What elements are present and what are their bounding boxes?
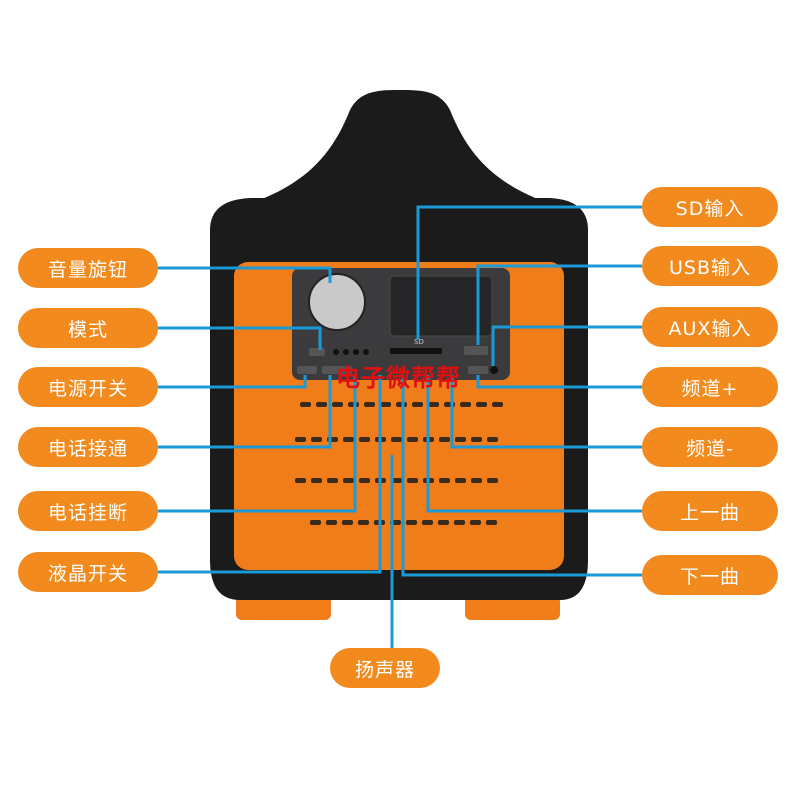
lcd-screen (389, 275, 493, 337)
volume-knob (308, 273, 366, 331)
indicator-leds (333, 349, 369, 355)
handle (230, 90, 570, 210)
grille-slot (454, 520, 465, 525)
grille-slot (326, 520, 337, 525)
grille-slot (439, 437, 450, 442)
aux-port (490, 366, 498, 374)
grille-slot (332, 402, 343, 407)
grille-slot (407, 437, 418, 442)
label-sd-input: SD输入 (642, 187, 778, 227)
grille-slot (470, 520, 481, 525)
left-foot (236, 596, 331, 620)
grille-slot (438, 520, 449, 525)
label-speaker: 扬声器 (330, 648, 440, 688)
watermark: 电子微帮帮 (336, 364, 461, 392)
grille-slot (455, 437, 466, 442)
grille-slot (300, 402, 311, 407)
grille-slot (487, 437, 498, 442)
sd-slot (390, 348, 442, 354)
label-channel-up: 频道+ (642, 367, 778, 407)
grille-slot (487, 478, 498, 483)
grille-slot (342, 520, 353, 525)
grille-slot (391, 478, 402, 483)
grille-slot (406, 520, 417, 525)
grille-slot (486, 520, 497, 525)
grille-slot (455, 478, 466, 483)
label-channel-down: 频道- (642, 427, 778, 467)
grille-slot (407, 478, 418, 483)
label-call-hangup: 电话挂断 (18, 491, 158, 531)
grille-slot (316, 402, 327, 407)
usb-port (464, 346, 488, 355)
grille-slot (311, 478, 322, 483)
grille-slot (327, 478, 338, 483)
label-aux-input: AUX输入 (642, 307, 778, 347)
grille-slot (343, 437, 354, 442)
grille-slot (476, 402, 487, 407)
grille-slot (359, 478, 370, 483)
panel-buttons (297, 366, 488, 374)
label-lcd-switch: 液晶开关 (18, 552, 158, 592)
grille-slot (358, 520, 369, 525)
grille-slot (359, 437, 370, 442)
label-next-track: 下一曲 (642, 555, 778, 595)
grille-slot (380, 402, 391, 407)
label-previous-track: 上一曲 (642, 491, 778, 531)
right-foot (465, 596, 560, 620)
label-call-answer: 电话接通 (18, 427, 158, 467)
grille-slot (439, 478, 450, 483)
grille-slot (422, 520, 433, 525)
label-volume-knob: 音量旋钮 (18, 248, 158, 288)
label-mode: 模式 (18, 308, 158, 348)
grille-slot (460, 402, 471, 407)
grille-slot (428, 402, 439, 407)
label-power-switch: 电源开关 (18, 367, 158, 407)
grille-slot (343, 478, 354, 483)
grille-slot (391, 437, 402, 442)
leader-lines (158, 205, 642, 648)
grille-slot (471, 478, 482, 483)
grille-slot (412, 402, 423, 407)
grille-slot (311, 437, 322, 442)
grille-slot (364, 402, 375, 407)
sd-label: SD (414, 338, 424, 346)
label-usb-input: USB输入 (642, 246, 778, 286)
grille-slot (492, 402, 503, 407)
grille-slot (471, 437, 482, 442)
mode-button (309, 348, 325, 356)
grille-slot (295, 437, 306, 442)
grille-slot (310, 520, 321, 525)
grille-slot (295, 478, 306, 483)
